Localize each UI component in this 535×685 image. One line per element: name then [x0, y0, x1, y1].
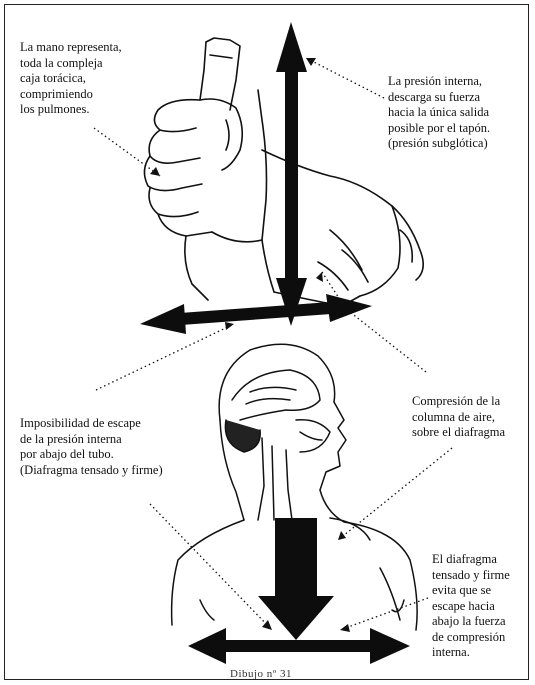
annotation-diaphragm: El diafragma tensado y firme evita que s… [432, 552, 534, 661]
annotation-hand: La mano representa, toda la compleja caj… [20, 40, 160, 118]
leader-arrowheads [150, 58, 350, 632]
hand-drawing [144, 38, 423, 306]
downward-air-column-arrow [258, 518, 334, 640]
annotation-air-column: Compresión de la columna de aire, sobre … [412, 394, 530, 441]
horizontal-arrow-top [140, 294, 372, 334]
figure-caption: Dibujo nº 31 [230, 668, 292, 680]
vertical-pressure-arrow [276, 22, 307, 326]
annotation-internal-pressure: La presión interna, descarga su fuerza h… [388, 74, 528, 152]
annotation-no-escape: Imposibilidad de escape de la presión in… [20, 416, 210, 478]
